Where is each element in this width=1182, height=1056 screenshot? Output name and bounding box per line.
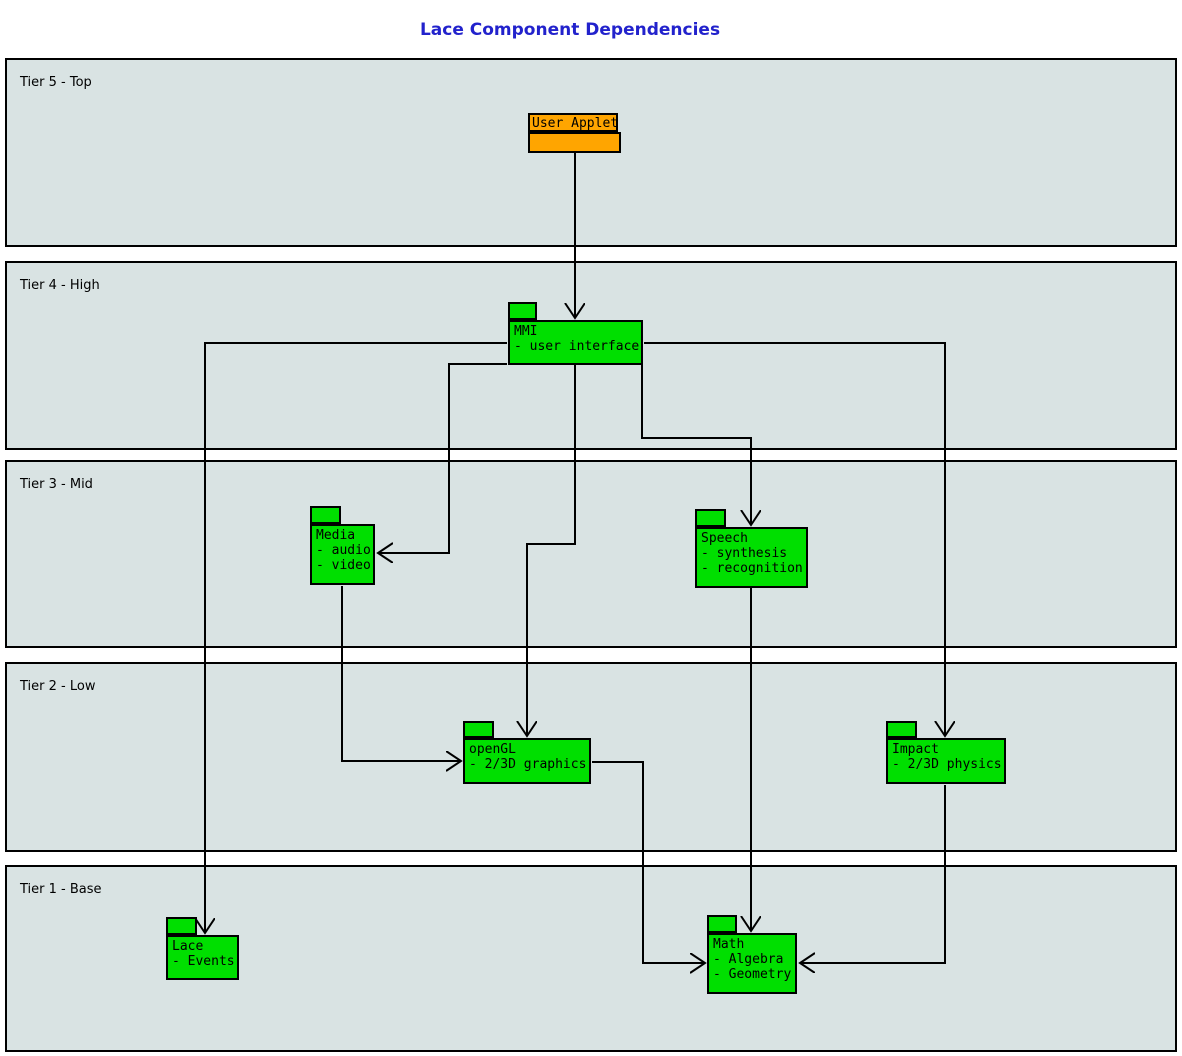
node-media-tab bbox=[310, 506, 341, 524]
tier-label: Tier 4 - High bbox=[20, 278, 100, 293]
node-speech-detail: - recognition bbox=[701, 561, 803, 576]
node-opengl-tab bbox=[463, 721, 494, 738]
node-speech-name: Speech bbox=[701, 531, 748, 546]
node-user-applet-name: User Applet bbox=[532, 116, 618, 131]
node-lace: Lace- Events bbox=[166, 935, 239, 980]
diagram-title: Lace Component Dependencies bbox=[419, 20, 721, 40]
node-opengl: openGL- 2/3D graphics bbox=[463, 738, 591, 784]
node-impact-detail: - 2/3D physics bbox=[892, 757, 1002, 772]
node-math: Math- Algebra- Geometry bbox=[707, 933, 797, 994]
node-math-detail: - Geometry bbox=[713, 967, 792, 982]
node-media-name: Media bbox=[316, 528, 356, 543]
tier-label: Tier 5 - Top bbox=[20, 75, 92, 90]
node-math-name: Math bbox=[713, 937, 745, 952]
node-user-applet bbox=[528, 132, 621, 153]
node-mmi: MMI- user interface bbox=[508, 320, 643, 365]
node-mmi-tab bbox=[508, 302, 537, 320]
node-lace-detail: - Events bbox=[172, 954, 235, 969]
node-media-detail: - video bbox=[316, 558, 371, 573]
node-opengl-detail: - 2/3D graphics bbox=[469, 757, 587, 772]
node-impact: Impact- 2/3D physics bbox=[886, 738, 1006, 784]
node-speech-detail: - synthesis bbox=[701, 546, 788, 561]
node-mmi-name: MMI bbox=[514, 324, 538, 339]
tier-label: Tier 3 - Mid bbox=[20, 477, 93, 492]
tier-band-3: Tier 3 - Mid bbox=[5, 460, 1177, 648]
tier-label: Tier 2 - Low bbox=[20, 679, 96, 694]
node-lace-tab bbox=[166, 917, 197, 935]
node-speech: Speech- synthesis- recognition bbox=[695, 527, 808, 588]
node-impact-tab bbox=[886, 721, 917, 738]
node-math-tab bbox=[707, 915, 737, 933]
node-mmi-detail: - user interface bbox=[514, 339, 640, 354]
node-opengl-name: openGL bbox=[469, 742, 516, 757]
node-user-applet-tab: User Applet bbox=[528, 113, 618, 132]
node-lace-name: Lace bbox=[172, 939, 204, 954]
node-media-detail: - audio bbox=[316, 543, 371, 558]
node-media: Media- audio- video bbox=[310, 524, 375, 585]
node-math-detail: - Algebra bbox=[713, 952, 784, 967]
node-impact-name: Impact bbox=[892, 742, 939, 757]
tier-label: Tier 1 - Base bbox=[20, 882, 102, 897]
node-speech-tab bbox=[695, 509, 726, 527]
